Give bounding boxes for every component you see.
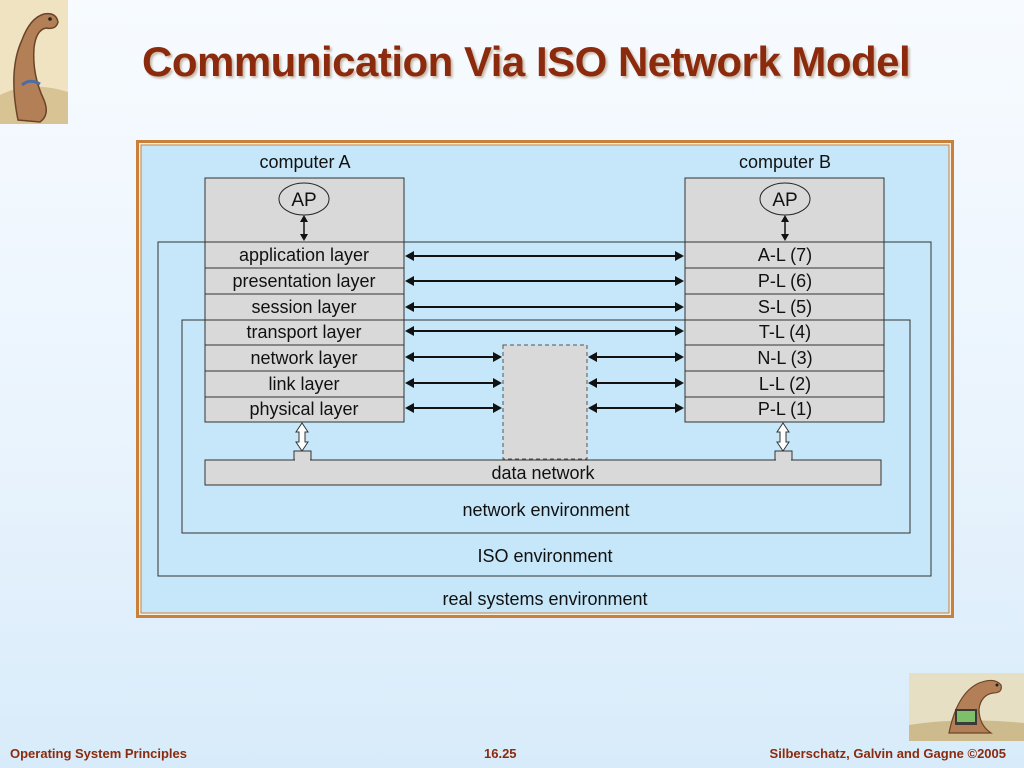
layer-b-4-label: T-L (4) bbox=[759, 322, 811, 342]
peer-arrow-7 bbox=[405, 251, 684, 261]
peer-arrow-4 bbox=[405, 326, 684, 336]
computer-b-layers: A-L (7) P-L (6) S-L (5) T-L (4) N-L (3) … bbox=[684, 241, 885, 423]
network-environment-box bbox=[181, 319, 911, 534]
peer-arrow-5 bbox=[405, 302, 684, 312]
hop-arrow-b-3 bbox=[588, 352, 684, 362]
layer-b-1-label: P-L (1) bbox=[758, 399, 812, 419]
slide-title: Communication Via ISO Network Model bbox=[142, 38, 911, 85]
hop-arrow-b-1 bbox=[588, 403, 684, 413]
computer-b-ap: AP bbox=[772, 190, 797, 211]
data-network-label: data network bbox=[491, 463, 595, 483]
computer-a-ap-arrow bbox=[300, 215, 308, 241]
footer-course: Operating System Principles bbox=[10, 746, 188, 761]
footer-page-number: 16.25 bbox=[484, 746, 517, 761]
layer-a-3-label: network layer bbox=[250, 348, 357, 368]
computer-a-layers: application layer presentation layer ses… bbox=[204, 241, 405, 423]
intermediate-node bbox=[502, 344, 588, 460]
peer-arrow-6 bbox=[405, 276, 684, 286]
layer-a-4 bbox=[204, 319, 405, 346]
computer-b-label: computer B bbox=[739, 152, 831, 172]
layer-b-2-label: L-L (2) bbox=[759, 374, 811, 394]
layer-a-2-label: link layer bbox=[268, 374, 339, 394]
layer-b-3-label: N-L (3) bbox=[757, 348, 812, 368]
computer-b-ap-arrow bbox=[781, 215, 789, 241]
real-systems-environment-label: real systems environment bbox=[442, 589, 647, 609]
layer-a-5 bbox=[204, 293, 405, 321]
computer-a-ap: AP bbox=[291, 190, 316, 211]
layer-a-4-label: transport layer bbox=[246, 322, 361, 342]
dinosaur-logo-bottom bbox=[909, 673, 1024, 741]
layer-a-1-label: physical layer bbox=[249, 399, 358, 419]
hop-arrow-b-2 bbox=[588, 378, 684, 388]
tap-b-join bbox=[776, 458, 791, 462]
layer-a-1 bbox=[204, 396, 405, 423]
peer-arrows-lower bbox=[405, 352, 684, 413]
layer-b-6-label: P-L (6) bbox=[758, 271, 812, 291]
layer-b-2 bbox=[684, 370, 885, 398]
tap-a-join bbox=[295, 458, 310, 462]
hop-arrow-a-3 bbox=[405, 352, 502, 362]
layer-b-7-label: A-L (7) bbox=[758, 245, 812, 265]
layer-a-5-label: session layer bbox=[251, 297, 356, 317]
iso-environment-box bbox=[157, 241, 932, 577]
layer-b-4 bbox=[684, 319, 885, 346]
computer-a-label: computer A bbox=[259, 152, 350, 172]
layer-b-5-label: S-L (5) bbox=[758, 297, 812, 317]
iso-environment-label: ISO environment bbox=[477, 546, 612, 566]
dinosaur-logo-top bbox=[0, 0, 68, 124]
footer-copyright: Silberschatz, Galvin and Gagne ©2005 bbox=[769, 746, 1006, 761]
network-environment-label: network environment bbox=[462, 500, 629, 520]
peer-arrows-upper bbox=[405, 251, 684, 336]
layer-a-6-label: presentation layer bbox=[232, 271, 375, 291]
layer-a-7 bbox=[204, 241, 405, 269]
hop-arrow-a-2 bbox=[405, 378, 502, 388]
data-network-bar bbox=[204, 459, 882, 486]
layer-a-7-label: application layer bbox=[239, 245, 369, 265]
hop-arrow-a-1 bbox=[405, 403, 502, 413]
layer-b-7 bbox=[684, 241, 885, 269]
layer-b-1 bbox=[684, 396, 885, 423]
